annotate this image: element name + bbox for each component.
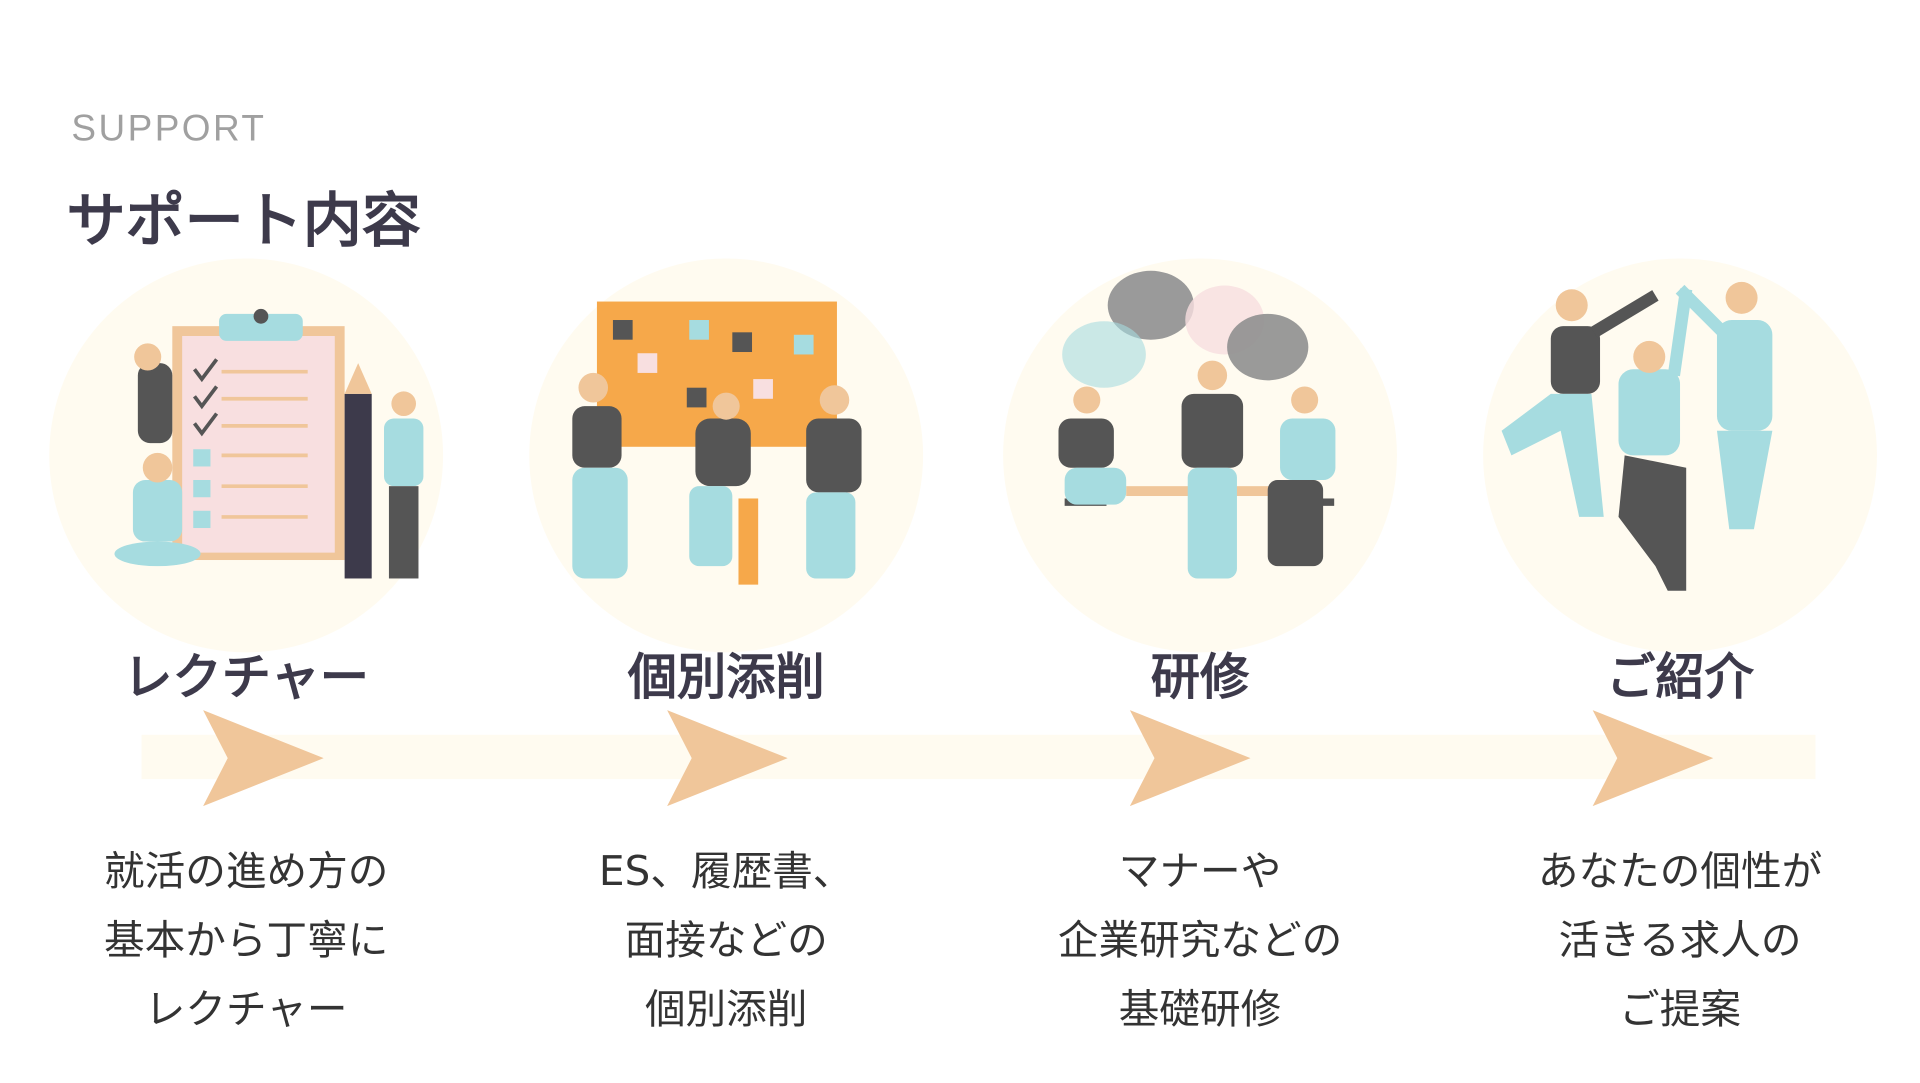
high-five-illustration — [1501, 281, 1773, 591]
arrow-right-icon — [1129, 710, 1251, 807]
step-description: マナーや 企業研究などの 基礎研修 — [997, 837, 1403, 1044]
arrow-right-icon — [667, 710, 788, 807]
board-meeting-illustration — [572, 301, 862, 585]
step-title: 個別添削 — [627, 649, 825, 707]
description-line: 基本から丁寧に — [104, 915, 389, 964]
step-description: あなたの個性が 活きる求人の ご提案 — [1477, 837, 1883, 1044]
step-title: ご紹介 — [1606, 649, 1754, 707]
description-line: ES、履歴書、 — [598, 846, 854, 895]
timeline-band — [141, 734, 1816, 780]
step-title: レクチャー — [123, 649, 369, 707]
description-line: あなたの個性が — [1537, 846, 1823, 895]
step-description: 就活の進め方の 基本から丁寧に レクチャー — [43, 837, 449, 1044]
step-description: ES、履歴書、 面接などの 個別添削 — [523, 837, 929, 1044]
description-line: マナーや — [1118, 846, 1282, 895]
description-line: 活きる求人の — [1558, 915, 1802, 964]
description-line: ご提案 — [1619, 984, 1741, 1033]
step-title: 研修 — [1150, 649, 1250, 707]
description-line: 個別添削 — [644, 984, 808, 1033]
section-title: サポート内容 — [66, 187, 421, 257]
description-line: 就活の進め方の — [104, 846, 389, 895]
description-line: レクチャー — [144, 984, 348, 1033]
description-line: 面接などの — [624, 915, 828, 964]
arrow-right-icon — [1592, 710, 1714, 807]
discussion-illustration — [1058, 270, 1336, 579]
description-line: 基礎研修 — [1118, 984, 1282, 1033]
arrow-right-icon — [203, 710, 324, 807]
section-eyebrow: SUPPORT — [71, 108, 267, 149]
description-line: 企業研究などの — [1057, 915, 1343, 964]
clipboard-checklist-illustration — [114, 308, 424, 579]
